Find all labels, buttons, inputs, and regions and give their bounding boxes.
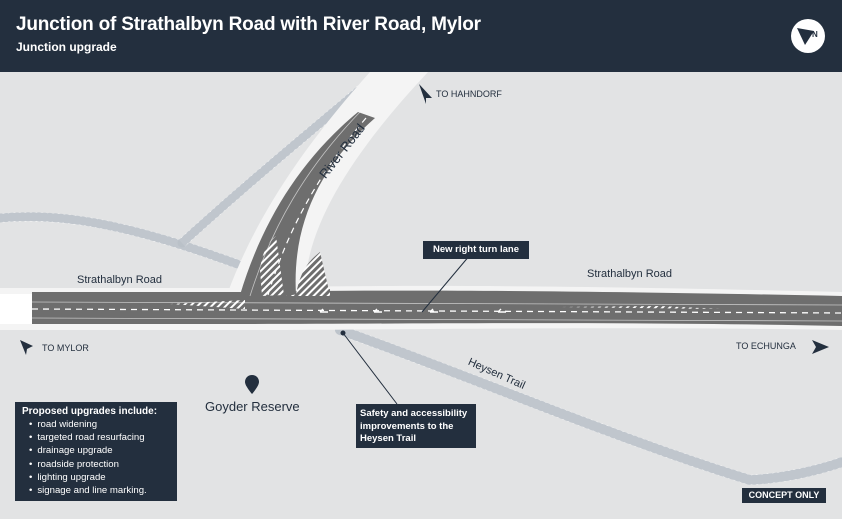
- upgrade-item: drainage upgrade: [29, 444, 147, 457]
- callout-safety-line3: Heysen Trail: [360, 433, 416, 444]
- label-goyder-reserve: Goyder Reserve: [205, 399, 300, 414]
- location-pin-icon: [245, 375, 259, 394]
- callout-safety-line1: Safety and accessibility: [360, 408, 468, 419]
- junction-map: Strathalbyn Road Strathalbyn Road River …: [0, 72, 842, 519]
- page-title: Junction of Strathalbyn Road with River …: [16, 14, 481, 35]
- label-to-mylor: TO MYLOR: [42, 343, 89, 353]
- upgrades-list: road widening targeted road resurfacing …: [29, 418, 147, 497]
- upgrade-item: lighting upgrade: [29, 471, 147, 484]
- callout-safety-line2: improvements to the: [360, 420, 454, 432]
- callout-right-turn-text: New right turn lane: [432, 244, 520, 255]
- north-arrow-icon: N: [791, 19, 825, 53]
- callout-leaders: [340, 254, 471, 405]
- upgrade-item: road widening: [29, 418, 147, 431]
- mylor-arrow-icon: [20, 340, 33, 355]
- callout-heysen-safety: Safety and accessibility improvements to…: [356, 404, 476, 448]
- map-header: Junction of Strathalbyn Road with River …: [0, 0, 842, 72]
- compass-letter: N: [812, 30, 818, 39]
- label-strathalbyn-east: Strathalbyn Road: [587, 268, 672, 280]
- upgrades-panel: Proposed upgrades include: road widening…: [15, 402, 177, 501]
- hahndorf-arrow-icon: [419, 84, 432, 104]
- label-to-echunga: TO ECHUNGA: [736, 341, 796, 351]
- page-subtitle: Junction upgrade: [16, 40, 117, 54]
- road-surfaces: [32, 112, 842, 326]
- callout-right-turn-lane: New right turn lane: [423, 241, 529, 259]
- label-strathalbyn-west: Strathalbyn Road: [77, 274, 162, 286]
- minor-trails: [0, 83, 842, 486]
- concept-only-badge: CONCEPT ONLY: [742, 488, 826, 503]
- upgrade-item: roadside protection: [29, 458, 147, 471]
- upgrades-heading: Proposed upgrades include:: [22, 406, 158, 417]
- label-to-hahndorf: TO HAHNDORF: [436, 89, 502, 99]
- lane-markings: [31, 111, 842, 322]
- upgrade-item: signage and line marking.: [29, 484, 146, 497]
- upgrade-item: targeted road resurfacing: [29, 431, 147, 444]
- echunga-arrow-icon: [812, 340, 829, 354]
- map-drawing: [0, 72, 842, 486]
